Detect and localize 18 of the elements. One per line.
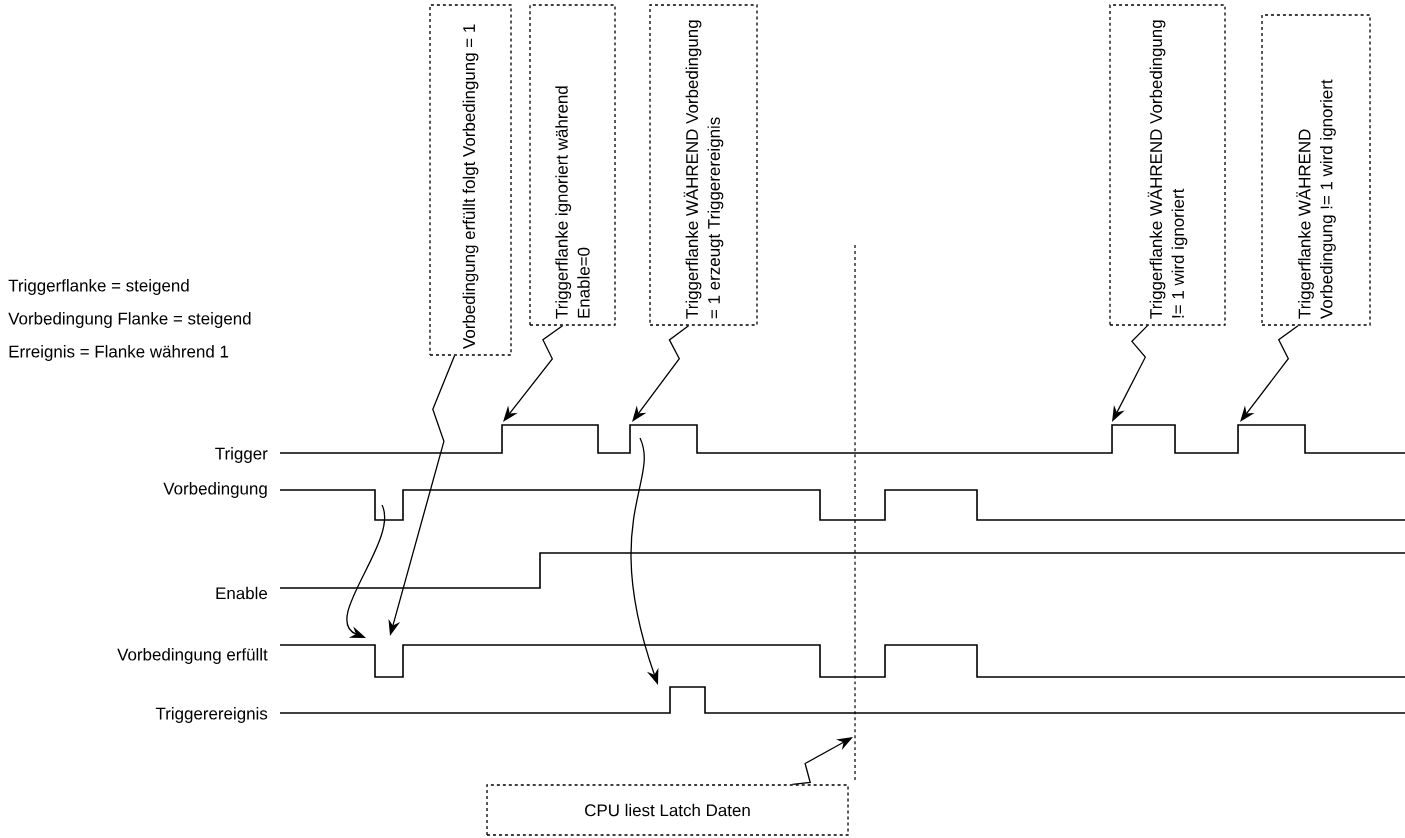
arrow bbox=[791, 737, 853, 785]
arrow bbox=[632, 325, 690, 422]
signal-label: Trigger bbox=[215, 447, 268, 463]
note-box: Triggerflanke ignoriert während Enable=0 bbox=[529, 4, 616, 326]
signal-label: Enable bbox=[216, 586, 268, 600]
signal-label: Erreignis = Flanke während 1 bbox=[9, 345, 229, 361]
note-box: Vorbedingung erfüllt folgt Vorbedingung = 1 bbox=[429, 4, 512, 356]
signal-label: Vorbedingung Flanke = steigend bbox=[8, 312, 251, 328]
note-box: Triggerflanke WÄHREND Vorbedingung = 1 erzeugt Triggerereignis bbox=[649, 4, 758, 326]
signal-label: Vorbedingung erfüllt bbox=[117, 648, 268, 664]
note-box: Triggerflanke WÄHREND Vorbedingung != 1 wird ignoriert bbox=[1109, 4, 1226, 326]
note-box: CPU liest Latch Daten bbox=[486, 784, 849, 836]
arrow bbox=[503, 325, 564, 422]
arrow bbox=[1240, 325, 1299, 422]
signal-label: Triggerflanke = steigend bbox=[8, 279, 189, 295]
signal-label: Triggerereignis bbox=[155, 707, 268, 723]
signal-label: Vorbedingung bbox=[163, 482, 267, 498]
note-box: Triggerflanke WÄHREND Vorbedingung != 1 wird ignoriert bbox=[1261, 14, 1371, 326]
